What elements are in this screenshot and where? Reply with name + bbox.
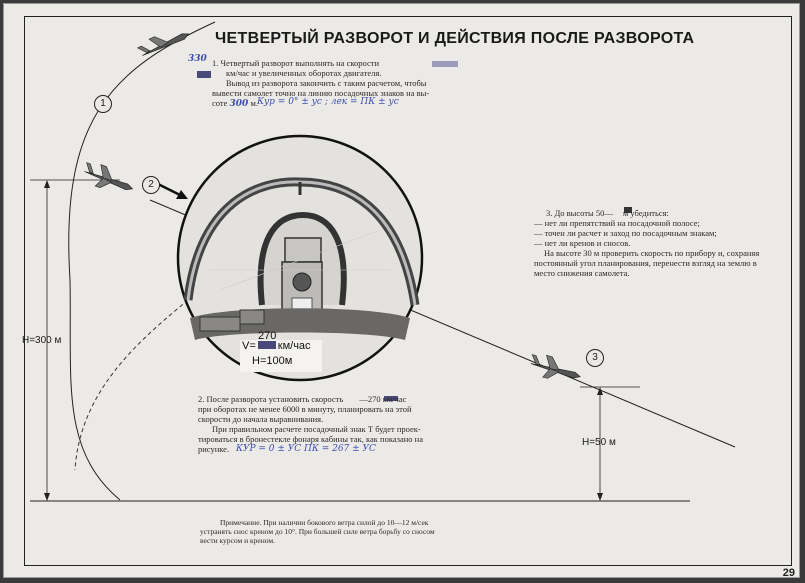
- step-3-marker: 3: [586, 349, 604, 367]
- aircraft-icon-3: [530, 354, 581, 379]
- redaction-mark-4: [624, 207, 632, 213]
- arrow-up-right: [597, 387, 603, 395]
- height-readout: H=100м: [252, 355, 293, 367]
- footnote: Примечание. При наличии бокового ветра с…: [200, 518, 435, 545]
- height-label-right: H=50 м: [582, 437, 616, 448]
- arrow-down-right: [597, 493, 603, 501]
- step-1-handwritten-note: Кур = 0° ± ус ; лек = ПК ± ус: [257, 97, 399, 107]
- aircraft-icon-2: [84, 162, 134, 191]
- page-frame: [24, 16, 792, 566]
- speed-redaction: [257, 341, 276, 349]
- dashed-path-line: [74, 299, 189, 471]
- panel-left-block-2: [239, 309, 265, 325]
- page-number: 29: [782, 567, 795, 579]
- speed-readout: V=км/час: [242, 340, 311, 352]
- arrow-down-left: [44, 493, 50, 501]
- arrow-up-left: [44, 180, 50, 188]
- gunsight-lens: [292, 272, 312, 292]
- redaction-mark-3: [384, 396, 398, 401]
- step-2-text: 2. После разворота установить скорость —…: [198, 394, 423, 454]
- gunsight-plate: [291, 297, 313, 311]
- redaction-mark-1: [197, 71, 211, 78]
- speed-label-box: [240, 340, 322, 372]
- panel-left-block: [199, 316, 241, 332]
- step-2-handwritten-note: КУР = 0 ± УС ПК = 267 ± УС: [236, 444, 376, 454]
- step-2-marker: 2: [142, 176, 160, 194]
- height-label-left: H=300 м: [22, 335, 62, 346]
- gunsight-top: [284, 237, 322, 263]
- arrow-pointer-icon: [157, 182, 188, 199]
- redaction-mark-2: [432, 61, 458, 67]
- speed-handwritten: 270: [258, 330, 277, 342]
- flight-path-line: [68, 21, 216, 501]
- aircraft-icon-1: [136, 33, 190, 56]
- step-1-text: 1. Четвертый разворот выполнять на скоро…: [212, 58, 430, 109]
- step-3-text: 3. До высоты 50—м убедиться: — нет ли пр…: [534, 208, 760, 278]
- step-1-hand-number: 330: [188, 54, 207, 64]
- step-1-marker: 1: [94, 95, 112, 113]
- page-title: ЧЕТВЕРТЫЙ РАЗВОРОТ И ДЕЙСТВИЯ ПОСЛЕ РАЗВ…: [215, 30, 695, 47]
